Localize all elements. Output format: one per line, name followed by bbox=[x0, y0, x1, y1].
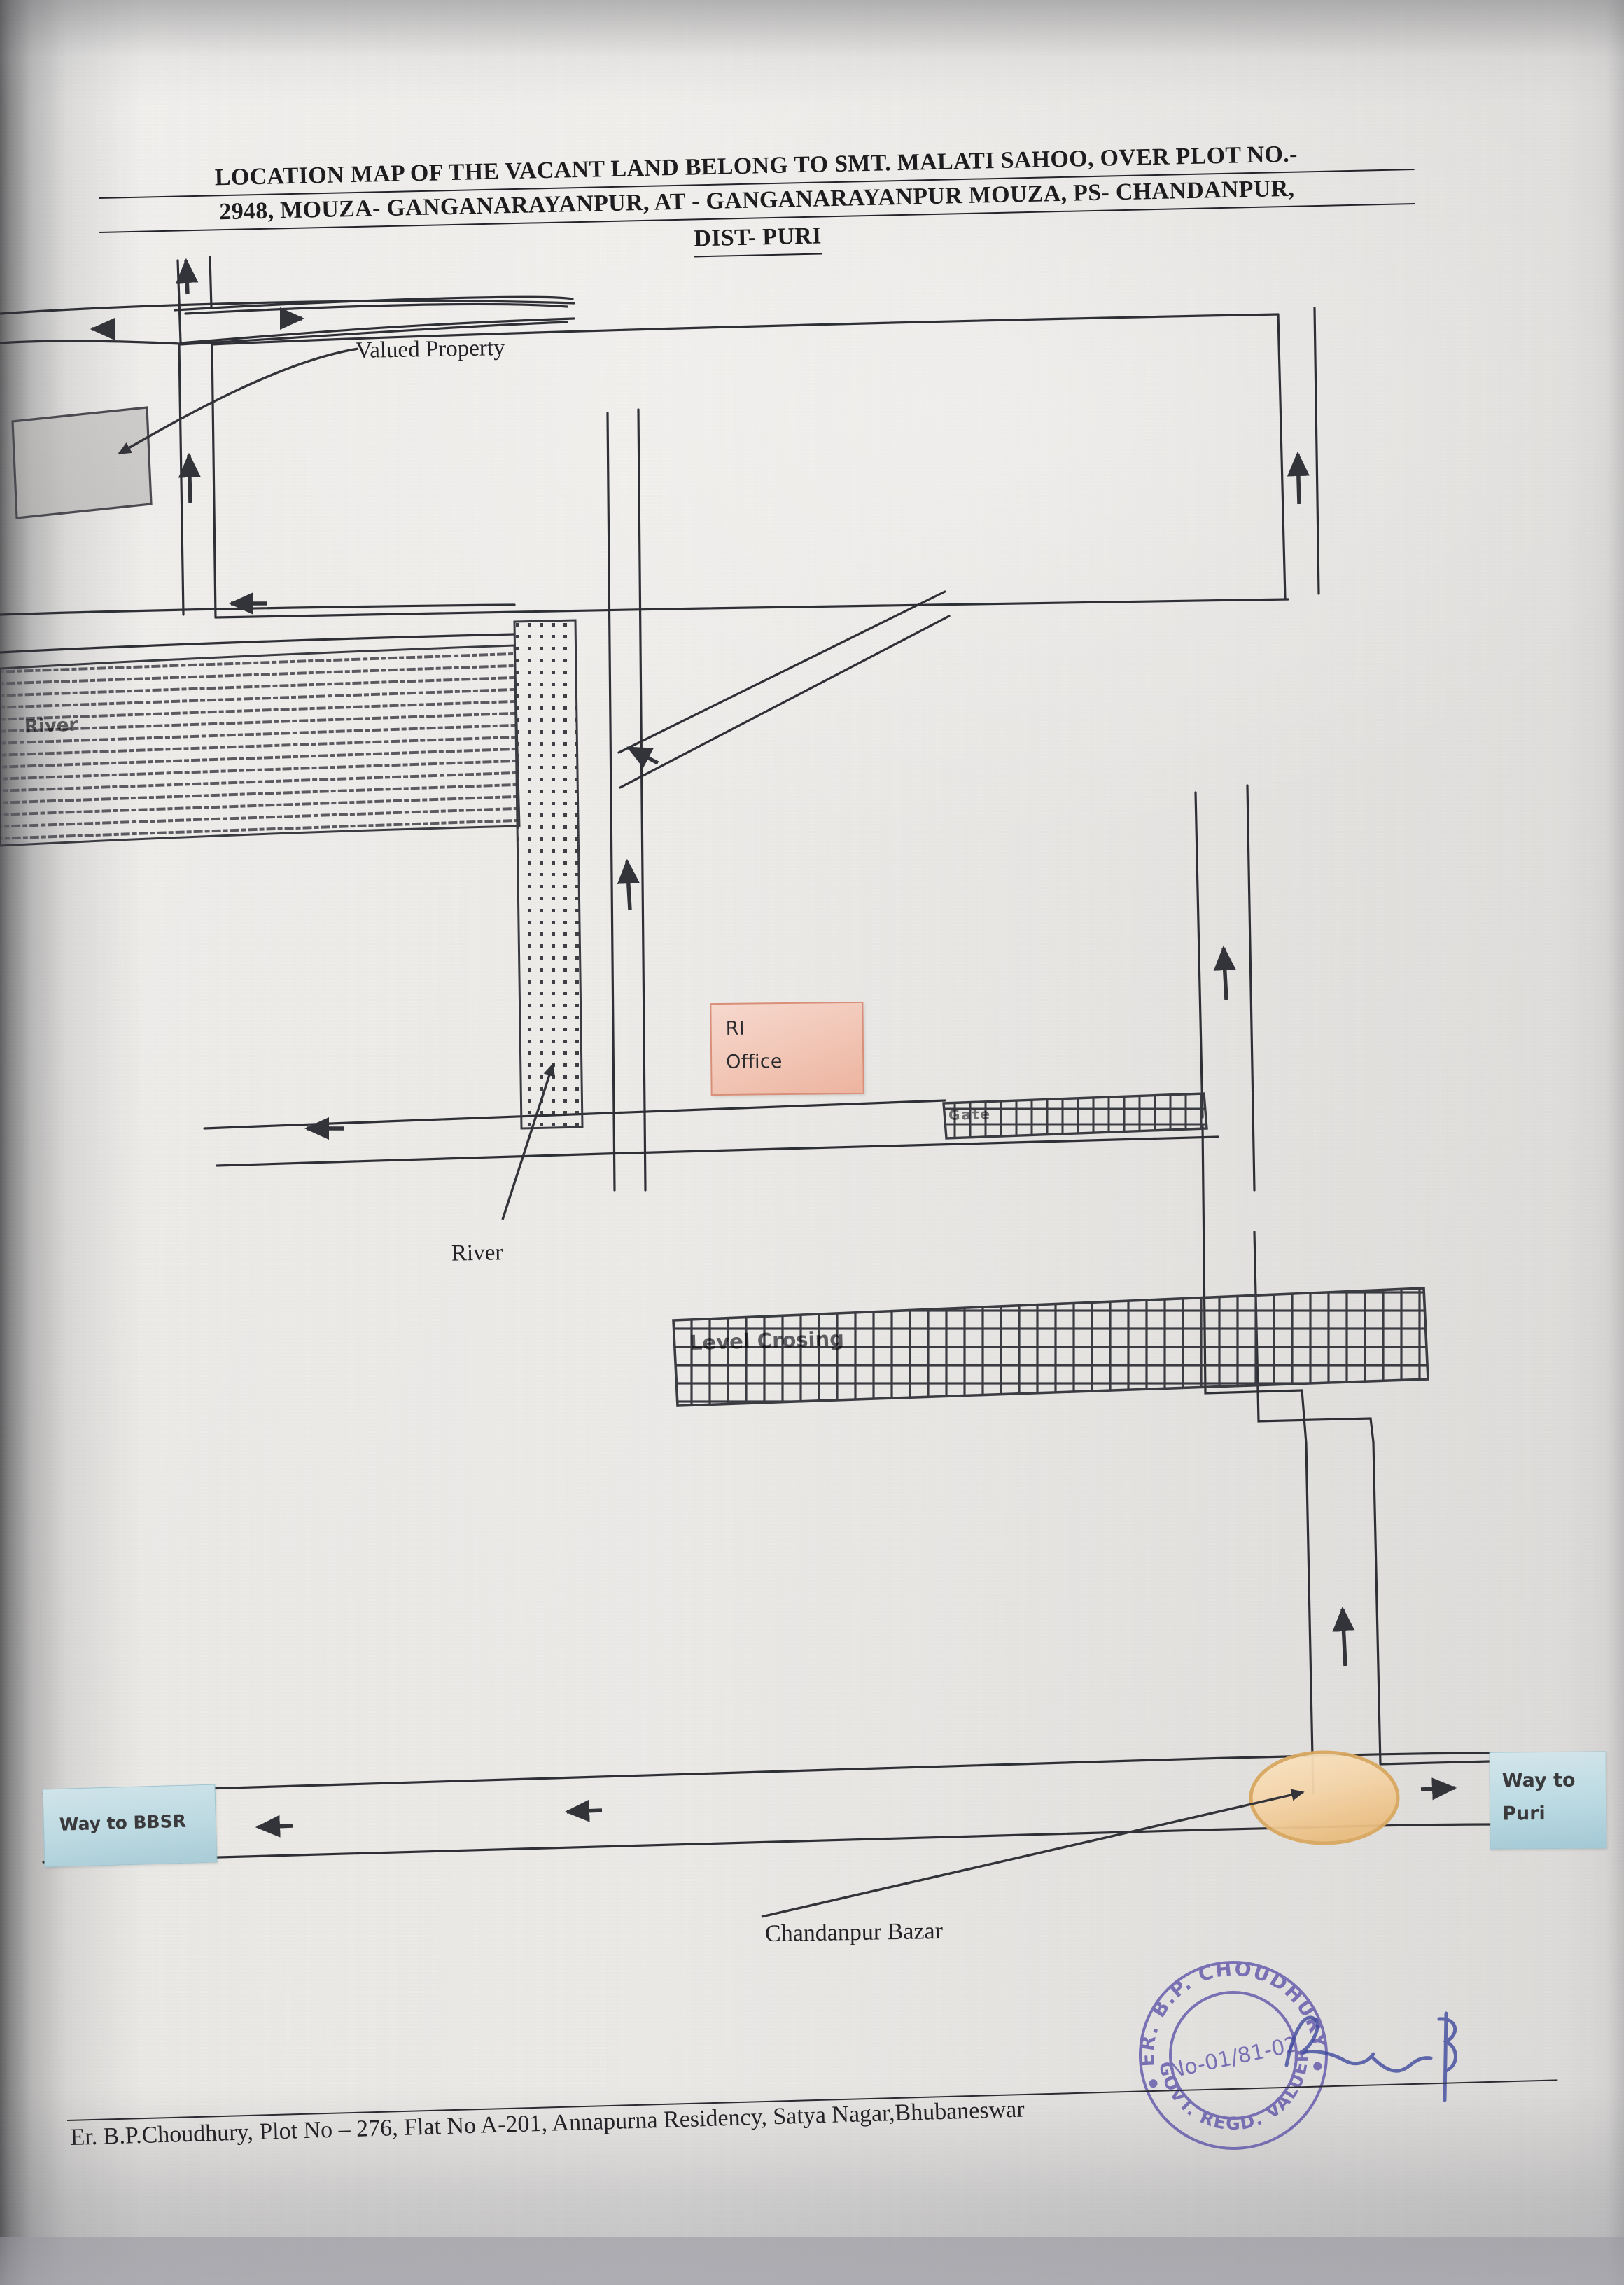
seal-center-text: No-01/81-02 bbox=[1167, 2032, 1301, 2083]
road-third-upper bbox=[203, 1099, 946, 1130]
road-top-upper-mid bbox=[184, 302, 568, 315]
river-vertical bbox=[513, 619, 584, 1130]
river-label-top: River bbox=[24, 714, 78, 738]
way-to-bbsr-label: Way to BBSR bbox=[59, 1810, 187, 1835]
arrow-up-lower-right bbox=[1332, 1606, 1355, 1667]
road-top-lower-mid bbox=[179, 321, 568, 346]
road-vert-right-upper-b bbox=[1313, 307, 1320, 595]
gate-label: Gate bbox=[948, 1105, 992, 1124]
road-jog-connector bbox=[1301, 1389, 1308, 1445]
highway-lower-edge bbox=[42, 1823, 1492, 1864]
road-vert-left-lower-a bbox=[178, 344, 185, 616]
road-vert-center-a bbox=[606, 412, 616, 1192]
road-vert-left-upper-a bbox=[176, 259, 182, 343]
way-to-bbsr-box: Way to BBSR bbox=[42, 1784, 218, 1868]
road-block-bottom-edge bbox=[214, 598, 1289, 619]
road-network bbox=[0, 256, 1492, 1864]
ri-office-label-line1: RI bbox=[725, 1017, 745, 1040]
road-vert-lower-right-a bbox=[1305, 1442, 1315, 1794]
valued-property-label: Valued Property bbox=[355, 335, 505, 364]
highway-upper-edge bbox=[42, 1752, 1492, 1795]
road-vert-lower-right-to-puri bbox=[1379, 1760, 1491, 1766]
road-vert-lower-right-b bbox=[1372, 1441, 1382, 1766]
road-top-lower-far-left bbox=[0, 340, 182, 345]
chandanpur-bazar-label: Chandanpur Bazar bbox=[764, 1918, 944, 1947]
road-vert-center-b bbox=[637, 408, 647, 1192]
road-top-lower-left bbox=[179, 317, 575, 344]
handwritten-signature bbox=[1281, 1988, 1477, 2114]
level-crossing-label: Level Crosing bbox=[689, 1326, 845, 1355]
leader-lines bbox=[118, 347, 1305, 1918]
railway-level-crossing bbox=[672, 1287, 1429, 1407]
river-label-bottom: River bbox=[451, 1240, 503, 1266]
arrow-up-topleft bbox=[176, 258, 199, 295]
road-third-lower bbox=[216, 1135, 1219, 1167]
road-top-upper-right bbox=[174, 295, 574, 312]
road-diagonal-lower bbox=[619, 615, 951, 789]
arrow-up-right-mid bbox=[1213, 945, 1236, 1000]
road-vert-right-mid-a bbox=[1194, 791, 1204, 1119]
road-vert-left-lower-b bbox=[211, 343, 217, 619]
direction-arrows bbox=[90, 258, 1457, 1838]
river-horizontal bbox=[0, 644, 521, 847]
way-to-puri-box: Way to Puri bbox=[1489, 1751, 1607, 1850]
road-vert-lower-right-jog-a bbox=[1201, 1124, 1303, 1395]
road-second-lower bbox=[0, 633, 516, 654]
valued-property-plot bbox=[11, 406, 153, 519]
arrow-up-right-vertical bbox=[1287, 451, 1310, 505]
arrow-left-highway-2 bbox=[564, 1799, 603, 1822]
road-vert-right-upper-a bbox=[1277, 313, 1287, 601]
road-diagonal-upper bbox=[617, 590, 946, 754]
leader-chandanpur-bazar bbox=[761, 1789, 1305, 1918]
arrow-diagonal-down bbox=[626, 746, 659, 769]
ri-office-box: RI Office bbox=[710, 1001, 864, 1096]
railway-gate-segment bbox=[942, 1092, 1208, 1140]
road-vert-right-mid-b bbox=[1246, 784, 1256, 1192]
arrow-right-highway-puri bbox=[1420, 1777, 1457, 1801]
leader-river-bottom bbox=[501, 1063, 555, 1220]
arrow-left-highway-1 bbox=[255, 1815, 293, 1838]
ri-office-label-line2: Office bbox=[726, 1051, 783, 1073]
road-vert-left-upper-b bbox=[209, 256, 213, 309]
valuer-seal-stamp: ER. B.P. CHOUDHURY GOVT. REGD. VALUER No… bbox=[1118, 1940, 1349, 2171]
road-block-top-edge bbox=[211, 313, 1280, 346]
road-top-upper-left bbox=[0, 300, 575, 315]
leader-valued-property bbox=[118, 347, 359, 455]
arrow-up-center-road bbox=[617, 858, 640, 911]
scan-bottom-band bbox=[0, 2237, 1624, 2285]
way-to-puri-label-line2: Puri bbox=[1502, 1803, 1546, 1825]
chandanpur-bazar-area bbox=[1249, 1750, 1400, 1845]
way-to-puri-label-line1: Way to bbox=[1502, 1769, 1576, 1792]
arrow-up-left-vertical bbox=[178, 452, 201, 503]
